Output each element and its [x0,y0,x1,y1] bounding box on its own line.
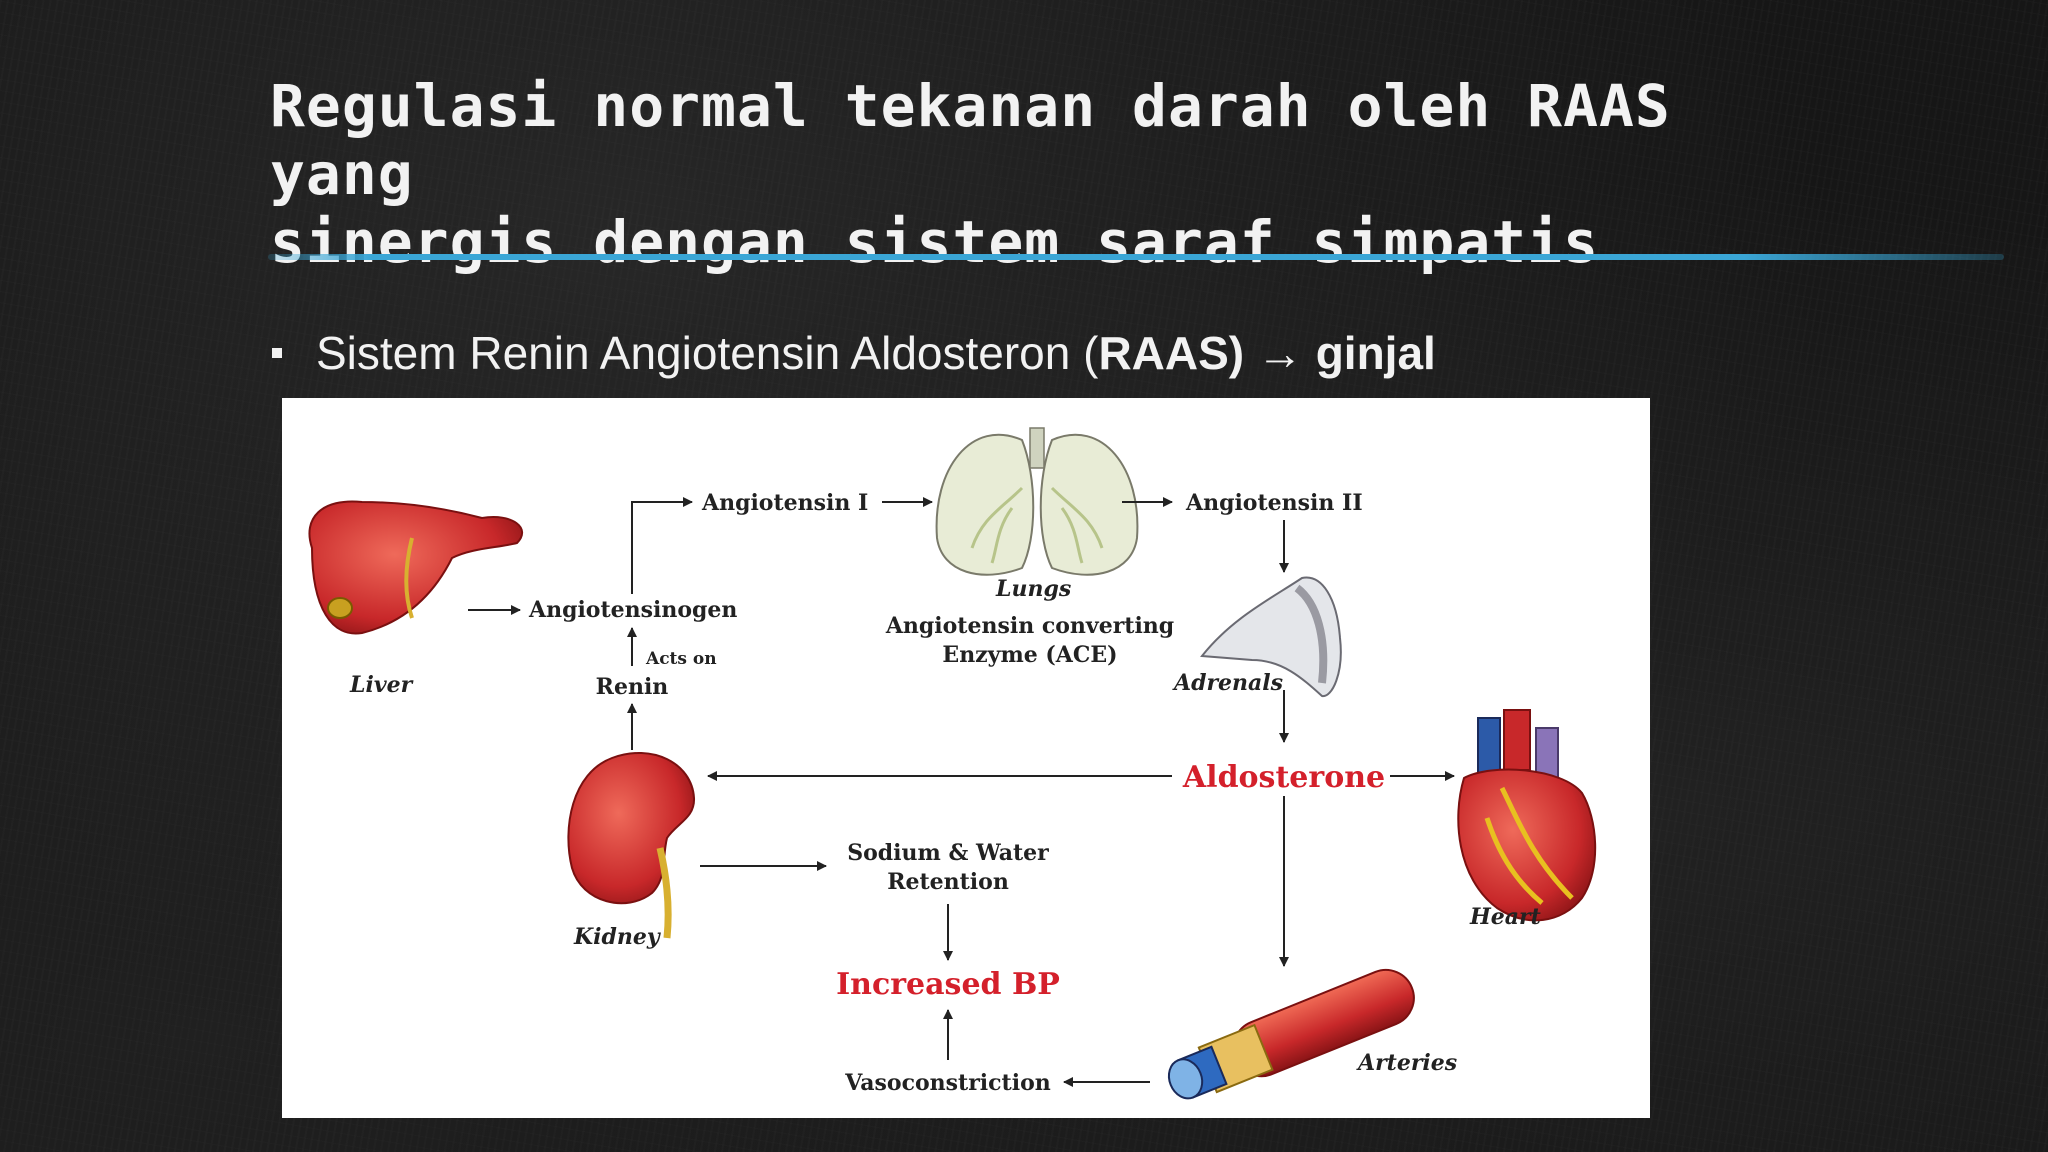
adrenals-icon [1200,576,1342,698]
bullet-bold-ginjal: ginjal [1315,327,1436,379]
arteries-label: Arteries [1356,1050,1457,1076]
renin-label: Renin [596,674,669,700]
heart-icon [1457,709,1597,922]
ace-label-line-1: Angiotensin converting [885,613,1174,639]
heart-label: Heart [1469,904,1541,930]
adrenals-label: Adrenals [1172,670,1283,696]
angiotensin-1-label: Angiotensin I [701,490,868,516]
slide-title: Regulasi normal tekanan darah oleh RAAS … [270,72,1830,276]
raas-diagram-svg: Liver Angiotensinogen Angiotensin I Lung… [308,427,1597,1100]
raas-diagram: Liver Angiotensinogen Angiotensin I Lung… [282,398,1650,1118]
arrow-angiotensinogen-to-angiotensin-1 [631,497,693,594]
sodium-label-line-2: Retention [887,869,1009,895]
kidney-icon [567,752,696,939]
ace-label-line-2: Enzyme (ACE) [942,642,1117,668]
sodium-label-line-1: Sodium & Water [847,840,1049,866]
kidney-label: Kidney [573,924,662,950]
liver-label: Liver [349,672,414,698]
arteries-icon [1167,968,1415,1100]
slide-title-line-1: Regulasi normal tekanan darah oleh RAAS … [270,72,1671,208]
bullet-square-icon [272,347,282,358]
liver-icon [308,500,524,635]
bullet-arrow-icon: → [1256,327,1303,379]
bullet-item-raas: Sistem Renin Angiotensin Aldosteron (RAA… [272,322,1436,384]
increased-bp-label: Increased BP [836,967,1060,1002]
lungs-icon [935,427,1139,576]
angiotensinogen-label: Angiotensinogen [528,597,737,623]
bullet-bold-raas: RAAS) [1098,327,1245,379]
slide-title-line-2: sinergis dengan sistem saraf simpatis [270,208,1600,276]
lungs-label: Lungs [995,576,1071,602]
vasoconstriction-label: Vasoconstriction [844,1070,1051,1096]
acts-on-label: Acts on [645,649,717,669]
aldosterone-label: Aldosterone [1182,760,1385,795]
angiotensin-2-label: Angiotensin II [1185,490,1363,516]
bullet-text: Sistem Renin Angiotensin Aldosteron ( [316,327,1099,379]
title-divider-line [268,254,2004,260]
